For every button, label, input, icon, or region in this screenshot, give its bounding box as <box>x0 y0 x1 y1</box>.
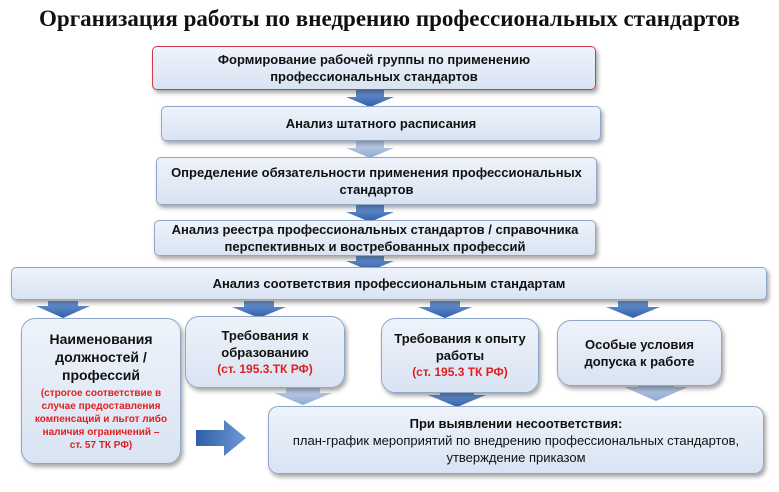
step-form-working-group: Формирование рабочей группы по применени… <box>152 46 596 90</box>
down-arrow-2 <box>346 141 394 158</box>
experience-ref: (ст. 195.3 ТК РФ) <box>412 365 508 379</box>
branch-arrow-4 <box>606 301 660 318</box>
branch-arrow-2 <box>232 301 286 318</box>
step-mandatory-determination: Определение обязательности применения пр… <box>156 157 597 205</box>
result-arrow-1 <box>274 387 332 405</box>
branch-job-titles: Наименования должностей / профессий (стр… <box>21 318 181 464</box>
step-registry-analysis: Анализ реестра профессиональных стандарт… <box>154 220 596 256</box>
right-arrow <box>196 420 246 456</box>
branch-special-conditions: Особые условия допуска к работе <box>557 320 722 386</box>
branch-experience-requirements: Требования к опыту работы (ст. 195.3 ТК … <box>381 318 539 393</box>
job-titles-note-2: случае предоставления <box>41 401 161 412</box>
branch-education-requirements: Требования к образованию (ст. 195.3.ТК Р… <box>185 316 345 388</box>
result-nonconformity-box: При выявлении несоответствия: план-графи… <box>268 406 764 474</box>
job-titles-note-3: компенсаций и льгот либо <box>34 414 168 425</box>
step-staff-schedule-analysis: Анализ штатного расписания <box>161 106 601 141</box>
down-arrow-1 <box>346 90 394 107</box>
branch-arrow-3 <box>418 301 472 318</box>
result-arrow-2 <box>428 393 486 407</box>
step-compliance-analysis: Анализ соответствия профессиональным ста… <box>11 267 767 300</box>
job-titles-note-4: наличия ограничений – <box>42 427 160 438</box>
job-titles-note-5: ст. 57 ТК РФ) <box>69 440 133 451</box>
down-arrow-4 <box>346 256 394 271</box>
page-title: Организация работы по внедрению професси… <box>39 6 740 31</box>
job-titles-note-1: (строгое соответствие в <box>40 388 162 399</box>
education-ref: (ст. 195.3.ТК РФ) <box>217 361 313 376</box>
down-arrow-3 <box>346 205 394 222</box>
branch-arrow-1 <box>36 301 90 318</box>
